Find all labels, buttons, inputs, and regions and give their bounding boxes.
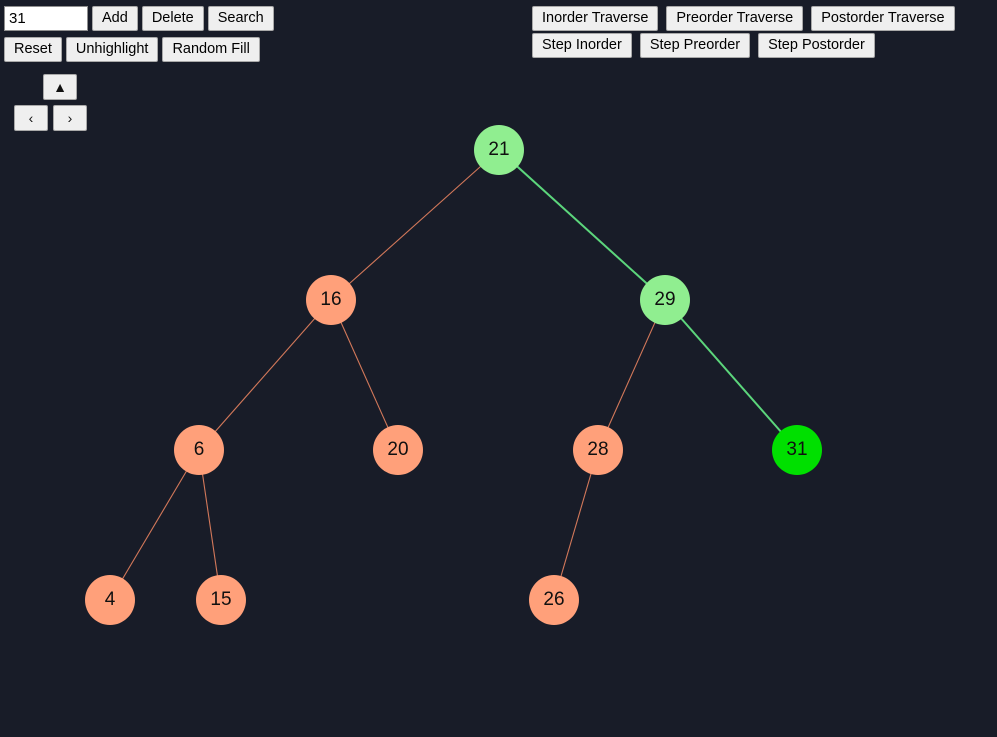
value-input[interactable] [4, 6, 88, 31]
chevron-right-icon[interactable]: › [53, 105, 87, 131]
tree-node-label: 28 [587, 439, 609, 460]
tree-node-label: 16 [320, 289, 342, 310]
preorder-traverse-button[interactable]: Preorder Traverse [666, 6, 804, 31]
step-inorder-button[interactable]: Step Inorder [532, 33, 632, 58]
tree-edge [109, 449, 200, 601]
navigation-pad: ▲ ‹ › [14, 74, 106, 136]
add-button[interactable]: Add [92, 6, 138, 31]
tree-node[interactable]: 6 [174, 425, 224, 475]
tree-node[interactable]: 16 [306, 275, 356, 325]
delete-button[interactable]: Delete [141, 6, 204, 31]
tree-node-label: 26 [543, 589, 565, 610]
tree-edge [330, 149, 500, 301]
reset-button[interactable]: Reset [4, 37, 62, 62]
chevron-left-icon[interactable]: ‹ [14, 105, 48, 131]
tree-node[interactable]: 26 [529, 575, 579, 625]
tree-node-label: 6 [193, 439, 205, 460]
tree-node[interactable]: 29 [640, 275, 690, 325]
tree-node[interactable]: 28 [573, 425, 623, 475]
tree-node[interactable]: 4 [85, 575, 135, 625]
tree-node[interactable]: 31 [772, 425, 822, 475]
tree-node-label: 21 [488, 139, 510, 160]
tree-edge [664, 299, 798, 451]
tree-edge [553, 449, 599, 601]
tree-edge [597, 299, 666, 451]
toolbar-row-primary: Add Delete Search [4, 6, 274, 31]
inorder-traverse-button[interactable]: Inorder Traverse [532, 6, 659, 31]
search-button[interactable]: Search [207, 6, 274, 31]
postorder-traverse-button[interactable]: Postorder Traverse [811, 6, 955, 31]
tree-node[interactable]: 20 [373, 425, 423, 475]
step-postorder-button[interactable]: Step Postorder [758, 33, 875, 58]
tree-node-label: 29 [654, 289, 676, 310]
tree-node[interactable]: 15 [196, 575, 246, 625]
tree-node[interactable]: 21 [474, 125, 524, 175]
toolbar: Add Delete Search Reset Unhighlight Rand… [0, 0, 997, 140]
tree-edge [498, 149, 666, 301]
tree-node-label: 15 [210, 589, 232, 610]
toolbar-row-traverse: Inorder Traverse Preorder Traverse Posto… [532, 6, 955, 31]
toolbar-row-step: Step Inorder Step Preorder Step Postorde… [532, 33, 875, 58]
unhighlight-button[interactable]: Unhighlight [65, 37, 159, 62]
random-fill-button[interactable]: Random Fill [162, 37, 260, 62]
tree-node-label: 31 [786, 439, 808, 460]
triangle-up-icon[interactable]: ▲ [43, 74, 77, 100]
toolbar-row-secondary: Reset Unhighlight Random Fill [4, 37, 260, 62]
tree-node-label: 4 [104, 589, 116, 610]
tree-node-label: 20 [387, 439, 409, 460]
step-preorder-button[interactable]: Step Preorder [639, 33, 751, 58]
tree-edge [330, 299, 399, 451]
tree-edge [198, 299, 332, 451]
